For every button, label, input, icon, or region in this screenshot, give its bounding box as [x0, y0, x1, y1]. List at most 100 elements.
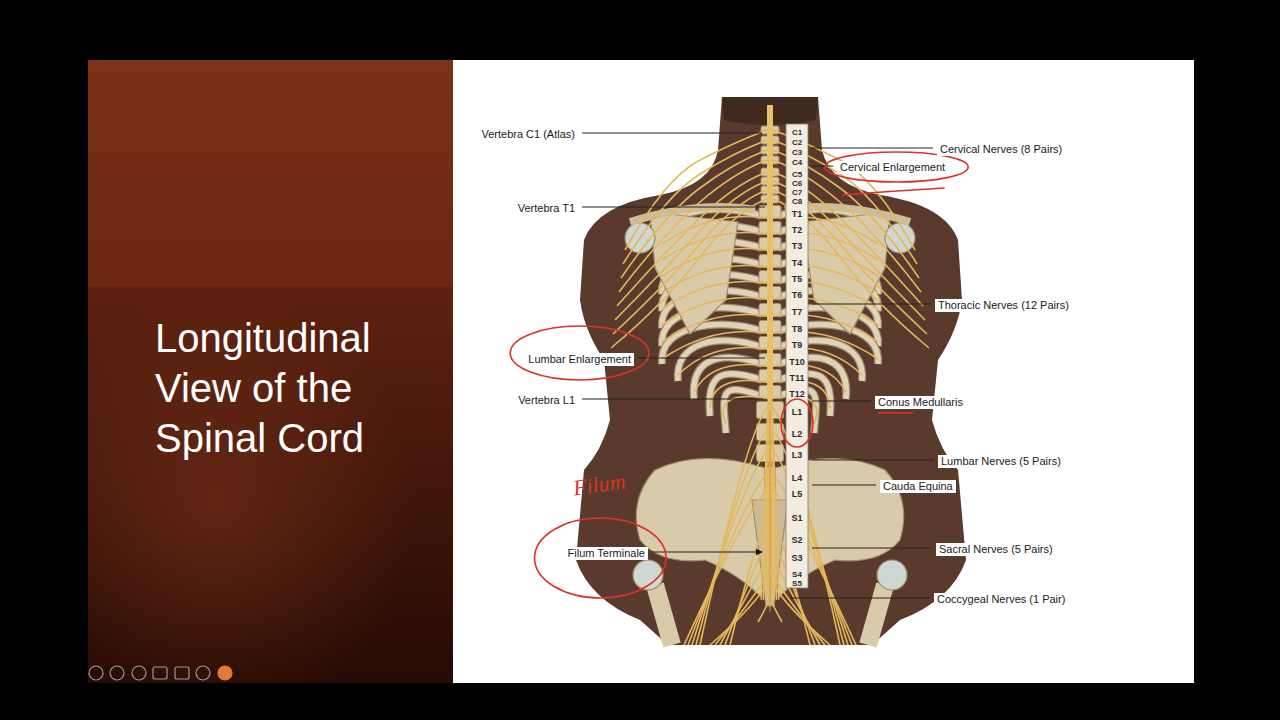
vertebra-level-box: C7: [792, 181, 802, 199]
vertebra-level: L3: [792, 450, 803, 461]
body-silhouette: [576, 97, 966, 645]
vertebra-level-box: C1: [792, 121, 802, 139]
callout-label-box: Conus Medullaris: [875, 392, 966, 410]
nerve: [611, 199, 767, 348]
callout-label-box: Filum Terminale: [565, 543, 648, 561]
vertebra-level-box: S2: [791, 529, 802, 547]
spinal-cord-body: [767, 105, 773, 398]
vertebra-level-box: T11: [789, 367, 804, 385]
nerve: [771, 472, 852, 645]
red-ring: [535, 518, 666, 598]
vertebra-level-box: L3: [792, 444, 803, 462]
callout-label-box: Sacral Nerves (5 Pairs): [936, 539, 1056, 557]
handwritten-note: Filum: [571, 468, 627, 501]
callout-label-box: Vertebra C1 (Atlas): [478, 124, 578, 142]
callout-label-box: Vertebra T1: [515, 198, 578, 216]
nerve: [710, 380, 767, 408]
callout-label: Conus Medullaris: [875, 396, 966, 409]
vertebra-level: C5: [792, 170, 802, 180]
vertebra-level: T1: [792, 209, 803, 220]
vertebra-level: C8: [792, 197, 802, 207]
callout-label: Sacral Nerves (5 Pairs): [936, 543, 1056, 556]
vertebra-level: T11: [789, 373, 804, 384]
handwritten-note-box: Filum: [573, 472, 626, 498]
nerve: [692, 449, 769, 645]
nerve: [662, 265, 767, 293]
vertebra-level: T8: [792, 324, 803, 335]
vertebra-level: T6: [792, 290, 803, 301]
callout-label: Vertebra C1 (Atlas): [478, 128, 578, 141]
leader-line: [582, 133, 762, 134]
vertebra-level-box: C5: [792, 163, 802, 181]
leader-lines: [582, 133, 934, 598]
callout-label-box: Lumbar Nerves (5 Pairs): [938, 451, 1064, 469]
cauda-strand: [766, 402, 769, 600]
vertebra-level: C4: [792, 158, 802, 168]
vertebra-level-box: C4: [792, 151, 802, 169]
callout-label: Thoracic Nerves (12 Pairs): [935, 299, 1072, 312]
nerve: [773, 364, 846, 392]
vertebra-level: T10: [789, 357, 805, 368]
vertebra-level-box: T6: [792, 284, 803, 302]
vertebra-level-box: C2: [792, 131, 802, 149]
callout-label: Filum Terminale: [565, 547, 648, 560]
nerve: [771, 581, 830, 645]
vertebra-level-box: T8: [792, 318, 803, 336]
vertebra-level: C6: [792, 179, 802, 189]
vertebra-level: S1: [791, 513, 802, 524]
vertebra-level-box: C8: [792, 190, 802, 208]
callout-label-box: Lumbar Enlargement: [525, 349, 634, 367]
vertebra-level: T7: [792, 307, 803, 318]
nerve: [662, 331, 767, 359]
red-stroke: [843, 188, 945, 195]
leader-line: [812, 304, 931, 305]
nerve: [662, 248, 767, 276]
cauda-strand: [768, 402, 770, 600]
slide-title-box: Longitudinal View of the Spinal Cord: [155, 313, 425, 463]
red-ring: [781, 399, 813, 447]
nerve: [662, 314, 767, 342]
red-annotations: [510, 152, 968, 598]
vertebra-level-box: C6: [792, 172, 802, 190]
callout-label-box: Thoracic Nerves (12 Pairs): [935, 295, 1072, 313]
vertebra-level-box: T1: [792, 203, 803, 221]
nerve: [700, 406, 769, 645]
red-underline: [878, 412, 913, 414]
vertebra-level: C3: [792, 148, 802, 158]
leader-line: [812, 148, 933, 149]
vertebra-level-box: L5: [792, 483, 803, 501]
nerve: [662, 216, 767, 244]
nerve: [688, 472, 769, 645]
title-panel: [88, 287, 453, 683]
vertebra-level-box: T3: [792, 235, 803, 253]
vertebra-level: T4: [792, 258, 803, 269]
leader-line: [638, 358, 765, 359]
vertebra-level: L4: [792, 473, 803, 484]
level-strip: [786, 124, 808, 588]
callout-label: Vertebra L1: [515, 394, 578, 407]
vertebra-level-box: S5: [792, 572, 802, 590]
cauda-strand: [772, 402, 778, 600]
vertebra-level: L1: [792, 407, 803, 418]
nerve: [684, 488, 769, 645]
leader-line: [812, 460, 934, 461]
red-ring: [825, 152, 968, 182]
callout-label-box: Cervical Enlargement: [837, 157, 948, 175]
callout-label: Lumbar Nerves (5 Pairs): [938, 455, 1064, 468]
vertebra-level: T3: [792, 241, 803, 252]
vertebra-level: L2: [792, 429, 803, 440]
nerve: [771, 449, 848, 645]
vertebra-level-box: T10: [789, 351, 805, 369]
vertebra-level: T9: [792, 340, 803, 351]
vertebra-level: S3: [791, 553, 802, 564]
callout-label-box: Coccygeal Nerves (1 Pair): [934, 589, 1068, 607]
nerve: [710, 581, 769, 645]
vertebra-level-box: L1: [792, 401, 803, 419]
nerve: [694, 364, 767, 392]
nerve: [662, 297, 767, 325]
callout-label-box: Cauda Equina: [880, 476, 956, 494]
vertebra-level: C2: [792, 138, 802, 148]
toolbar-icons: [89, 666, 232, 680]
filum-line: [770, 410, 771, 612]
